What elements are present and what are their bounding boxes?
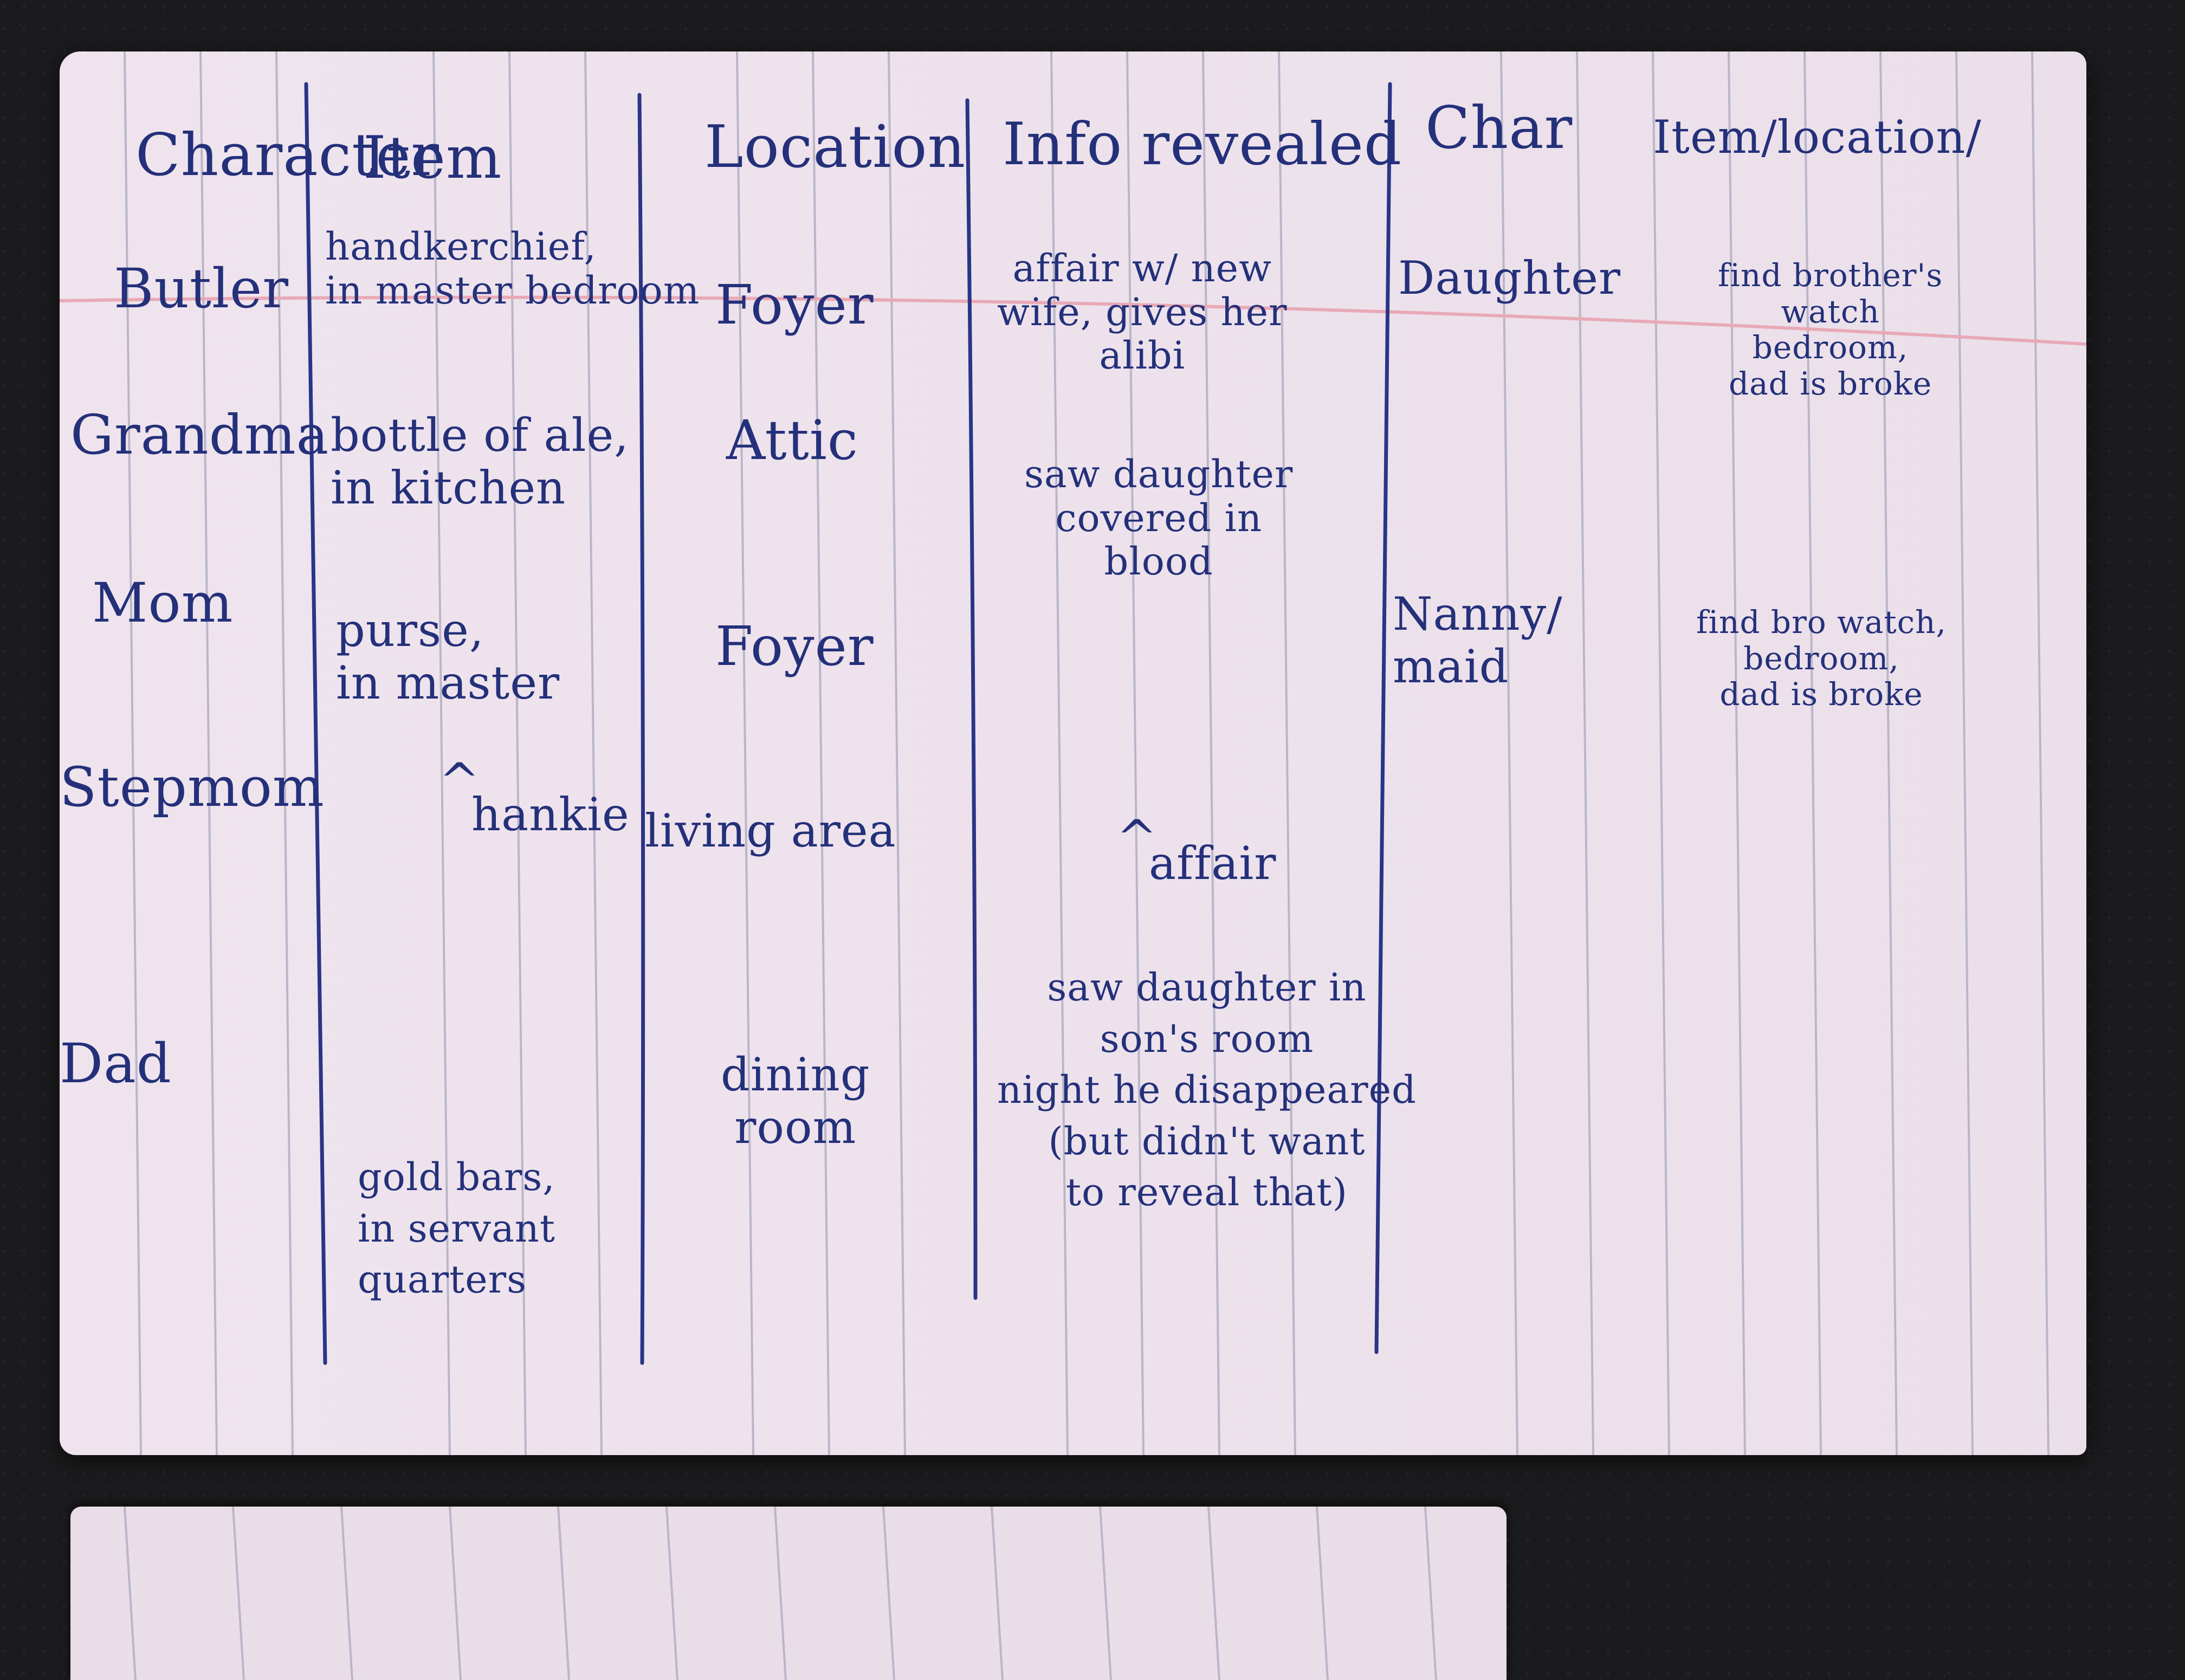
row-location-mom: Foyer bbox=[715, 615, 874, 678]
row-item-mom: purse, in master bbox=[336, 604, 560, 709]
row-item-butler: handkerchief, in master bedroom bbox=[325, 224, 700, 313]
row-info-dad: saw daughter in son's room night he disa… bbox=[997, 965, 1417, 1214]
row-location-butler: Foyer bbox=[715, 273, 874, 337]
header-character: Character bbox=[135, 121, 440, 189]
ruled-lines-next-page bbox=[124, 1507, 1437, 1680]
header-location: Location bbox=[704, 113, 966, 181]
row-location-grandma: Attic bbox=[726, 409, 858, 472]
ditto-caret-icon: ^ bbox=[439, 753, 481, 810]
row-location-stepmom: living area bbox=[645, 804, 896, 857]
row-info-butler: affair w/ new wife, gives her alibi bbox=[997, 246, 1288, 378]
header-item: Item bbox=[363, 124, 502, 192]
row-info-grandma: saw daughter covered in blood bbox=[1024, 452, 1294, 584]
row-item-stepmom: hankie bbox=[471, 788, 630, 841]
ditto-caret-icon: ^ bbox=[1116, 810, 1158, 867]
row-item-grandma: bottle of ale, in kitchen bbox=[331, 409, 629, 514]
row-character-dad: Dad bbox=[60, 1032, 172, 1095]
row-character-stepmom: Stepmom bbox=[60, 755, 325, 819]
right-item-location-daughter: find brother's watch bedroom, dad is bro… bbox=[1718, 257, 1943, 403]
right-char-nanny-maid: Nanny/ maid bbox=[1393, 587, 1563, 693]
notebook-page: Character Item Location Info revealed Ch… bbox=[60, 51, 2086, 1455]
row-item-dad: gold bars, in servant quarters bbox=[358, 1155, 556, 1302]
row-location-dad: dining room bbox=[721, 1048, 870, 1154]
right-item-location-nanny: find bro watch, bedroom, dad is broke bbox=[1696, 604, 1947, 713]
ruled-lines bbox=[60, 51, 2086, 1455]
row-character-grandma: Grandma bbox=[70, 403, 329, 467]
header-item-location: Item/location/ bbox=[1653, 111, 1982, 164]
next-notebook-page bbox=[70, 1507, 1507, 1680]
row-character-mom: Mom bbox=[92, 571, 234, 635]
row-info-stepmom: affair bbox=[1149, 837, 1277, 890]
row-character-butler: Butler bbox=[114, 257, 289, 320]
header-info-revealed: Info revealed bbox=[1003, 111, 1402, 178]
header-char: Char bbox=[1425, 94, 1573, 162]
right-char-daughter: Daughter bbox=[1398, 251, 1621, 305]
